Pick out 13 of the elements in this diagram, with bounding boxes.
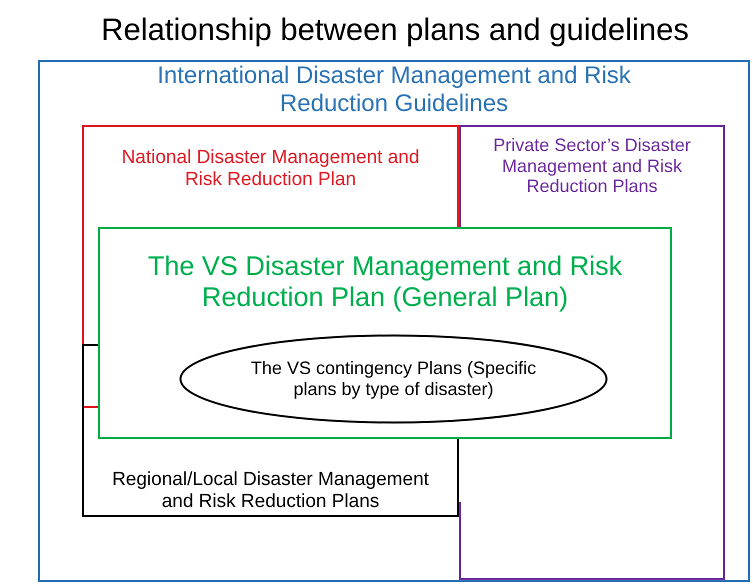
box-title: International Disaster Management and Risk Reduction Guidelines (156, 62, 632, 118)
plan-box (82, 439, 459, 517)
box-title: Regional/Local Disaster Management and Risk Reduction Plans (111, 469, 430, 513)
plan-box (82, 125, 459, 227)
box-title: Private Sector’s Disaster Management and Risk Reduction Plans (492, 135, 692, 198)
general-plan-box (98, 227, 672, 439)
ellipse-label: The VS contingency Plans (Specific plans by type of disaster) (250, 358, 538, 400)
contingency-ellipse (179, 334, 608, 424)
plan-box (459, 125, 725, 227)
box-title: National Disaster Management and Risk Reduction Plan (120, 147, 420, 191)
box-title: The VS Disaster Management and Risk Reduction Plan (General Plan) (146, 251, 624, 314)
diagram-title: Relationship between plans and guidelines (100, 12, 690, 48)
guidelines-frame (38, 60, 750, 582)
